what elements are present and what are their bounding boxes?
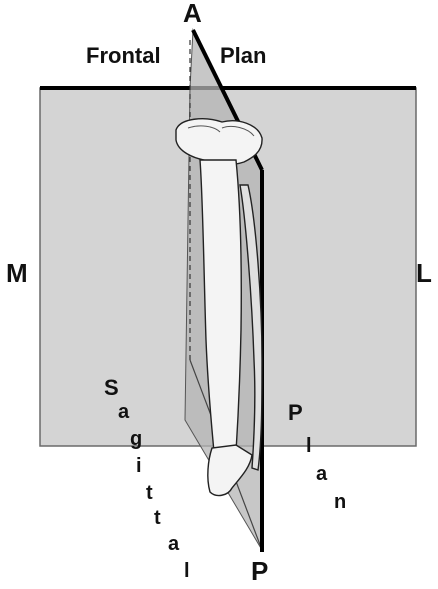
sagittal-letter: S: [104, 375, 119, 400]
sagittal-letter: g: [130, 428, 142, 450]
sagittal-letter: a: [168, 533, 180, 555]
plan-letter: l: [306, 435, 312, 457]
plan-letter: n: [334, 491, 346, 513]
sagittal-letter: i: [136, 455, 142, 477]
sagittal-letter: a: [118, 401, 130, 423]
plan-letter: a: [316, 463, 328, 485]
lateral-label: L: [416, 258, 432, 288]
medial-label: M: [6, 258, 28, 288]
sagittal-letter: l: [184, 560, 190, 582]
sagittal-letter: t: [146, 482, 153, 504]
frontal-plane-label-word1: Frontal: [86, 43, 161, 68]
frontal-plane-label-word2: Plan: [220, 43, 266, 68]
posterior-label: P: [251, 556, 268, 586]
anterior-label: A: [183, 0, 202, 28]
plan-letter: P: [288, 400, 303, 425]
sagittal-letter: t: [154, 507, 161, 529]
